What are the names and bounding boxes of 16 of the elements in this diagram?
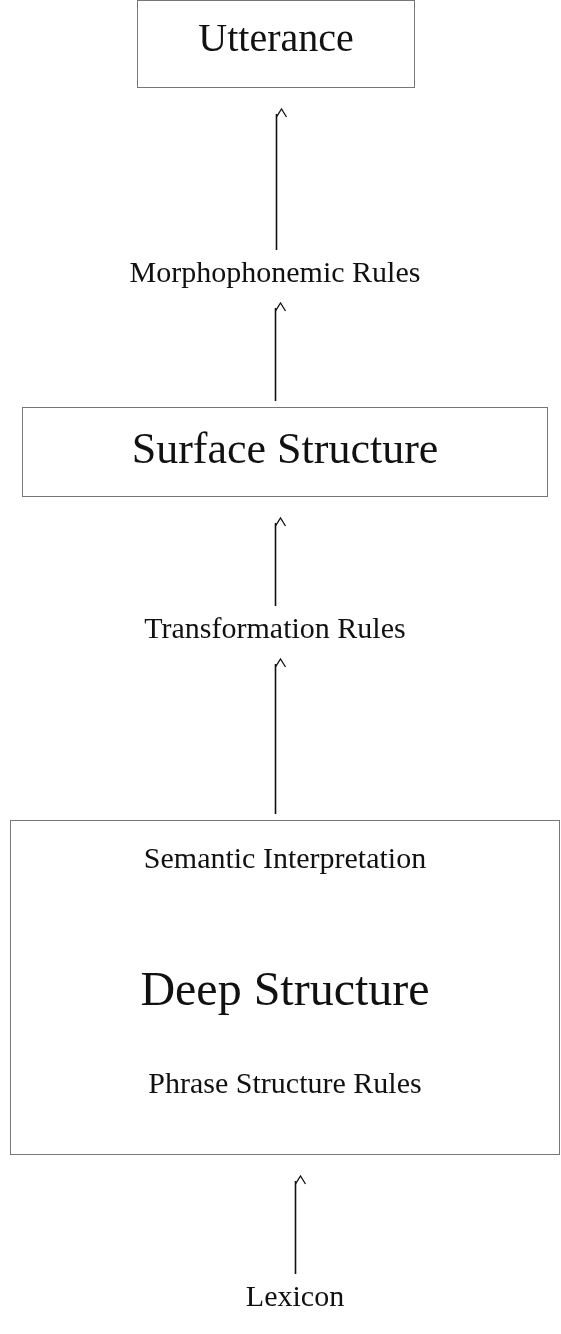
- arrow: [274, 517, 287, 607]
- arrow: [274, 658, 287, 815]
- box-label: Semantic Interpretation: [143, 841, 427, 876]
- rule-label: Morphophonemic Rules: [129, 255, 421, 290]
- box-label: Deep Structure: [140, 961, 430, 1017]
- arrow: [294, 1175, 307, 1275]
- structure-box: [10, 820, 560, 1155]
- arrow: [275, 108, 288, 251]
- box-label: Phrase Structure Rules: [148, 1066, 422, 1101]
- structure-box: [22, 407, 548, 497]
- structure-box: [137, 0, 415, 88]
- rule-label: Transformation Rules: [144, 611, 406, 646]
- rule-label: Lexicon: [245, 1279, 345, 1314]
- box-label: Utterance: [198, 15, 354, 61]
- box-label: Surface Structure: [131, 424, 439, 475]
- arrow: [274, 302, 287, 402]
